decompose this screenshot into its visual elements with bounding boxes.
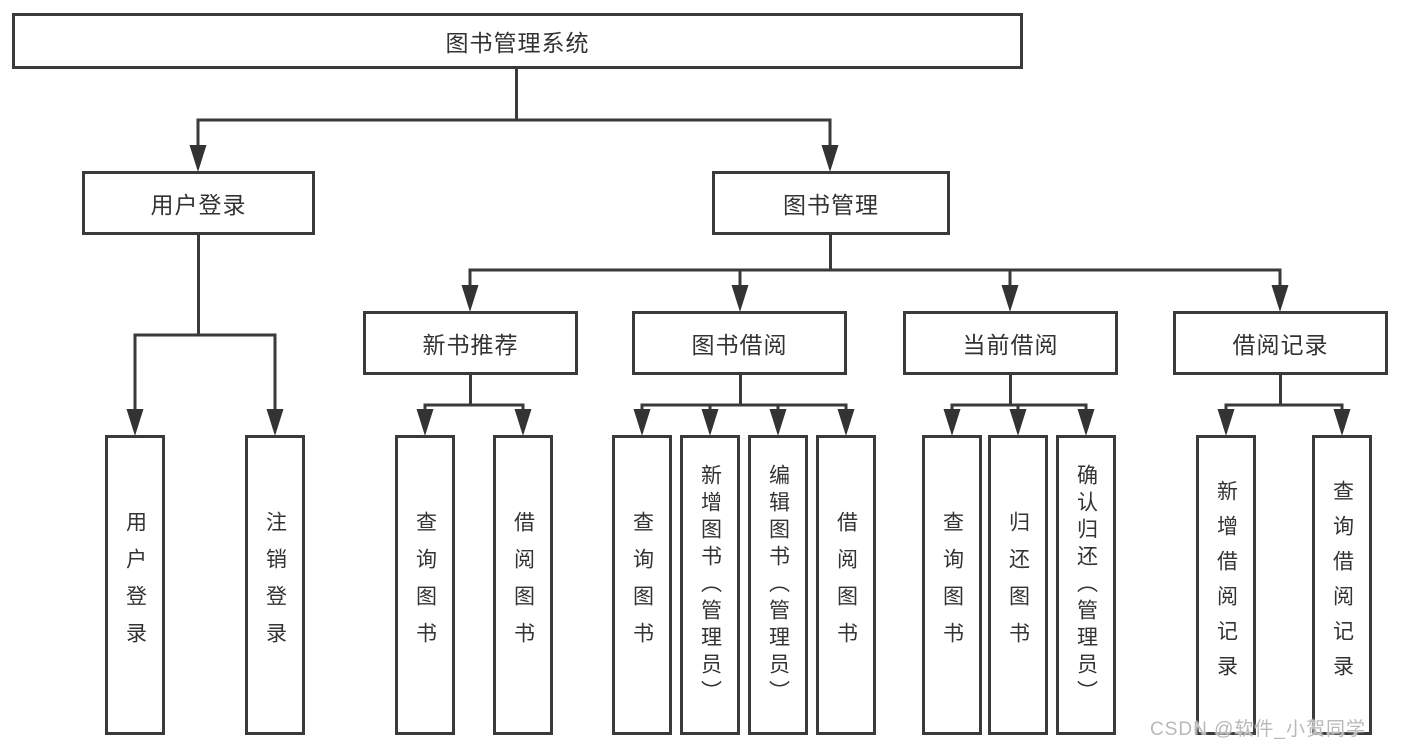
leaf-confirm-return-admin: 确认归还（管理员） (1056, 435, 1116, 735)
leaf-query-books-current-label: 查询图书 (940, 511, 964, 659)
leaf-query-books-borrow: 查询图书 (612, 435, 672, 735)
leaf-add-book-admin-label: 新增图书（管理员） (698, 463, 722, 707)
node-root-system: 图书管理系统 (12, 13, 1023, 69)
leaf-borrow-books-recommend-label: 借阅图书 (511, 511, 535, 659)
node-current-borrow: 当前借阅 (903, 311, 1118, 375)
leaf-add-book-admin: 新增图书（管理员） (680, 435, 740, 735)
leaf-logout: 注销登录 (245, 435, 305, 735)
node-book-borrow: 图书借阅 (632, 311, 847, 375)
leaf-add-borrow-record: 新增借阅记录 (1196, 435, 1256, 735)
leaf-borrow-books-label: 借阅图书 (834, 511, 858, 659)
leaf-query-borrow-record: 查询借阅记录 (1312, 435, 1372, 735)
leaf-return-book: 归还图书 (988, 435, 1048, 735)
leaf-query-books-recommend: 查询图书 (395, 435, 455, 735)
leaf-query-books-current: 查询图书 (922, 435, 982, 735)
node-borrow-records: 借阅记录 (1173, 311, 1388, 375)
leaf-add-borrow-record-label: 新增借阅记录 (1214, 480, 1238, 690)
leaf-query-borrow-record-label: 查询借阅记录 (1330, 480, 1354, 690)
leaf-user-login: 用户登录 (105, 435, 165, 735)
leaf-query-books-recommend-label: 查询图书 (413, 511, 437, 659)
watermark: CSDN @软件_小贺同学 (1150, 719, 1366, 740)
leaf-borrow-books-recommend: 借阅图书 (493, 435, 553, 735)
leaf-query-books-borrow-label: 查询图书 (630, 511, 654, 659)
node-new-book-recommend: 新书推荐 (363, 311, 578, 375)
node-book-management: 图书管理 (712, 171, 950, 235)
leaf-user-login-label: 用户登录 (123, 511, 147, 659)
leaf-confirm-return-admin-label: 确认归还（管理员） (1074, 463, 1098, 707)
node-user-login: 用户登录 (82, 171, 315, 235)
leaf-borrow-books: 借阅图书 (816, 435, 876, 735)
leaf-edit-book-admin-label: 编辑图书（管理员） (766, 463, 790, 707)
leaf-logout-label: 注销登录 (263, 511, 287, 659)
leaf-return-book-label: 归还图书 (1006, 511, 1030, 659)
leaf-edit-book-admin: 编辑图书（管理员） (748, 435, 808, 735)
